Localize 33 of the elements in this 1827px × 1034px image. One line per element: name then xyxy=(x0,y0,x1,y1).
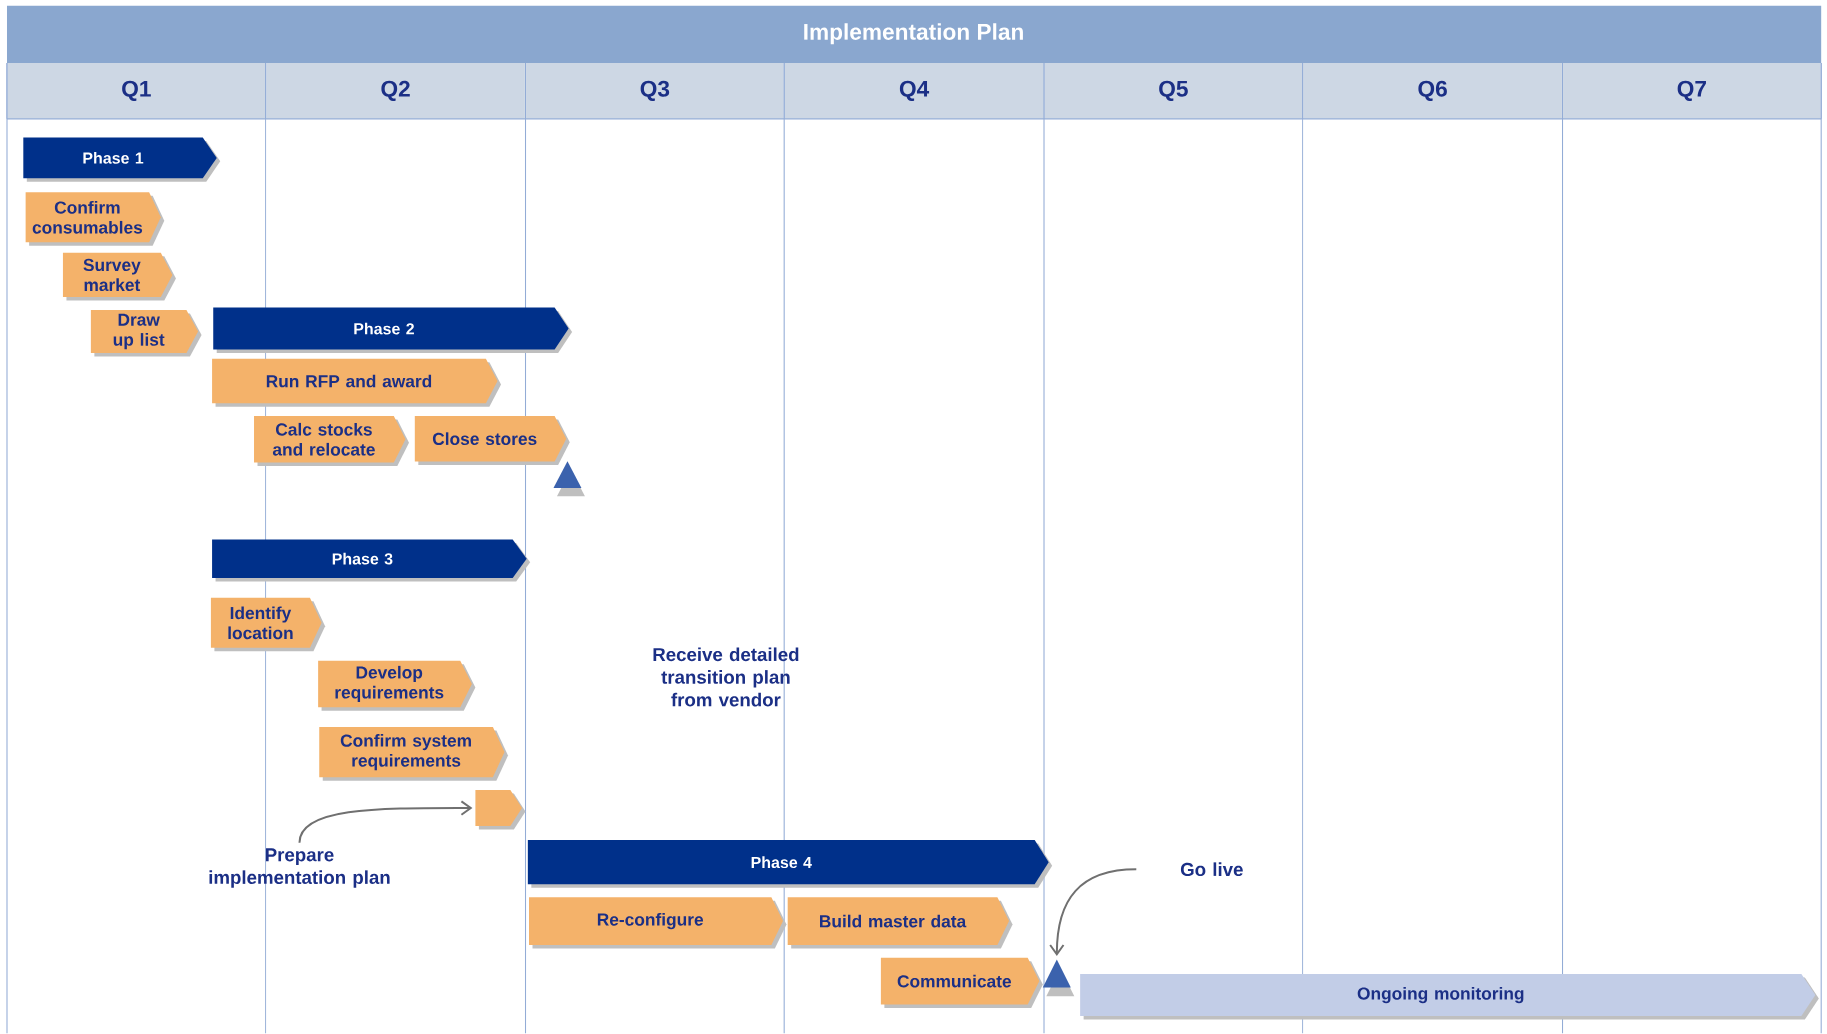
task-bar xyxy=(475,790,526,830)
phase-bar: Phase 2 xyxy=(213,307,573,354)
column-header: Q7 xyxy=(1563,63,1821,120)
milestone-triangle xyxy=(553,461,585,497)
monitoring-bar: Ongoing monitoring xyxy=(1080,974,1819,1020)
task-bar: Calc stocks and relocate xyxy=(254,416,409,467)
task-bar: Confirm consumables xyxy=(25,192,165,247)
task-bar: Close stores xyxy=(414,416,570,466)
phase-bar: Phase 3 xyxy=(212,539,531,582)
column-header: Q4 xyxy=(784,63,1044,120)
task-bar: Identify location xyxy=(210,598,326,652)
task-bar: Run RFP and award xyxy=(212,359,502,407)
task-bar: Survey market xyxy=(62,253,176,301)
task-bar: Develop requirements xyxy=(318,660,476,711)
task-bar: Communicate xyxy=(880,958,1043,1009)
title-bar: Implementation Plan xyxy=(7,6,1822,64)
milestone-triangle xyxy=(1042,959,1075,997)
column-header: Q2 xyxy=(266,63,525,120)
column-header: Q3 xyxy=(526,63,784,120)
task-bar: Re-configure xyxy=(529,897,787,949)
column-header: Q1 xyxy=(7,63,266,120)
text-label: Prepare implementation plan xyxy=(209,848,390,888)
text-label: Go live xyxy=(1180,862,1243,877)
leader-arrow xyxy=(1049,868,1138,957)
phase-bar: Phase 4 xyxy=(527,840,1053,889)
column-header: Q5 xyxy=(1044,63,1303,120)
task-bar: Build master data xyxy=(787,897,1013,949)
column-header: Q6 xyxy=(1303,63,1562,120)
task-bar: Confirm system requirements xyxy=(319,727,508,781)
task-bar: Draw up list xyxy=(90,310,202,357)
leader-arrow xyxy=(298,800,473,844)
note-text: Receive detailed transition plan from vendor xyxy=(653,647,799,707)
phase-bar: Phase 1 xyxy=(23,137,221,182)
